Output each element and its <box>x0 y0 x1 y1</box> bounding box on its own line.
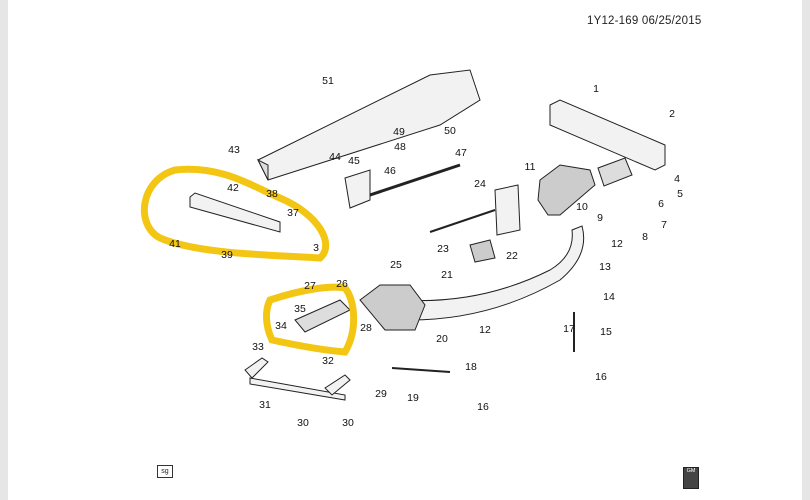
callout-26: 26 <box>336 278 348 290</box>
callout-9: 9 <box>597 212 603 224</box>
callout-16: 16 <box>477 401 489 413</box>
callout-22: 22 <box>506 250 518 262</box>
skid-foot <box>244 357 269 379</box>
bracket-11 <box>537 164 596 216</box>
highlight-beam-area <box>141 165 330 262</box>
callout-47: 47 <box>455 147 467 159</box>
sg-badge: sg <box>157 465 173 478</box>
rod-47 <box>354 163 461 202</box>
highlights <box>141 165 358 356</box>
rod-24 <box>429 209 496 233</box>
crossmember <box>549 99 666 171</box>
skid-31 <box>249 377 346 401</box>
callout-5: 5 <box>677 188 683 200</box>
callout-46: 46 <box>384 165 396 177</box>
callout-50: 50 <box>444 125 456 137</box>
frame-rail-end <box>256 158 269 181</box>
callout-30: 30 <box>342 417 354 429</box>
callout-39: 39 <box>221 249 233 261</box>
callout-13: 13 <box>599 261 611 273</box>
left-border <box>0 0 8 500</box>
callout-31: 31 <box>259 399 271 411</box>
callout-16: 16 <box>595 371 607 383</box>
callout-15: 15 <box>600 326 612 338</box>
callout-35: 35 <box>294 303 306 315</box>
callout-48: 48 <box>394 141 406 153</box>
callout-24: 24 <box>474 178 486 190</box>
callout-18: 18 <box>465 361 477 373</box>
callout-34: 34 <box>275 320 287 332</box>
callout-28: 28 <box>360 322 372 334</box>
bracket-10 <box>597 157 633 187</box>
skid-foot <box>324 374 351 396</box>
callout-43: 43 <box>228 144 240 156</box>
callout-17: 17 <box>563 323 575 335</box>
callout-29: 29 <box>375 388 387 400</box>
rod-19 <box>391 367 451 373</box>
callout-2: 2 <box>669 108 675 120</box>
callout-10: 10 <box>576 201 588 213</box>
callout-25: 25 <box>390 259 402 271</box>
bumper <box>399 225 585 321</box>
bracket-21 <box>469 239 496 263</box>
bracket-25 <box>359 284 426 331</box>
right-border <box>802 0 810 500</box>
callout-37: 37 <box>287 207 299 219</box>
callout-8: 8 <box>642 231 648 243</box>
diagram-code-date: 1Y12-169 06/25/2015 <box>587 15 702 27</box>
callout-12: 12 <box>479 324 491 336</box>
callout-42: 42 <box>227 182 239 194</box>
beam-42 <box>189 192 281 233</box>
callout-3: 3 <box>313 242 319 254</box>
gm-logo-text: GM <box>686 468 696 474</box>
callout-20: 20 <box>436 333 448 345</box>
callout-6: 6 <box>658 198 664 210</box>
callout-23: 23 <box>437 243 449 255</box>
callout-49: 49 <box>393 126 405 138</box>
callout-19: 19 <box>407 392 419 404</box>
callout-27: 27 <box>304 280 316 292</box>
callout-14: 14 <box>603 291 615 303</box>
callout-labels: 1245678910111213141516171819201216212223… <box>169 75 683 429</box>
callout-1: 1 <box>593 83 599 95</box>
highlight-bar-area <box>263 283 358 356</box>
plate-22 <box>494 184 521 236</box>
callout-4: 4 <box>674 173 680 185</box>
callout-11: 11 <box>525 161 536 173</box>
plate-46 <box>344 169 371 209</box>
callout-33: 33 <box>252 341 264 353</box>
callout-21: 21 <box>441 269 453 281</box>
callout-30: 30 <box>297 417 309 429</box>
callout-32: 32 <box>322 355 334 367</box>
parts <box>189 69 666 401</box>
callout-44: 44 <box>329 151 341 163</box>
callout-51: 51 <box>322 75 334 87</box>
callout-45: 45 <box>348 155 360 167</box>
callout-38: 38 <box>266 188 278 200</box>
gm-logo-icon: GM <box>683 467 699 489</box>
callout-41: 41 <box>169 238 181 250</box>
callout-12: 12 <box>611 238 623 250</box>
callout-7: 7 <box>661 219 667 231</box>
